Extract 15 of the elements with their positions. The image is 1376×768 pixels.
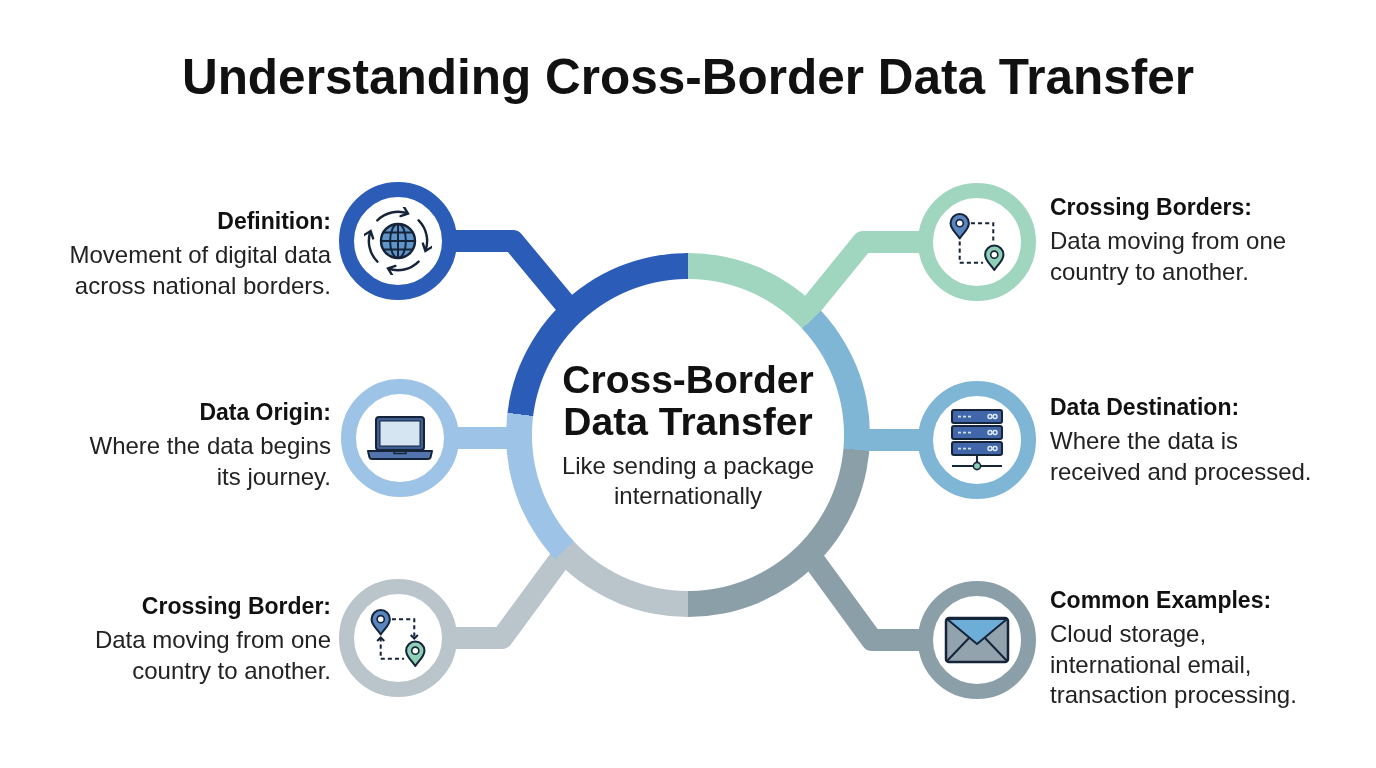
topic-description: Data moving from one country to another. xyxy=(1050,226,1288,287)
diagram-title: Understanding Cross-Border Data Transfer xyxy=(181,48,1195,106)
topic-heading: Definition: xyxy=(217,207,331,236)
topic-description: Where the data is received and processed. xyxy=(1050,426,1313,487)
topic-description: Where the data begins its journey. xyxy=(88,431,331,492)
hub-subtitle: Like sending a package internationally xyxy=(560,451,816,511)
topic-heading: Crossing Border: xyxy=(141,592,331,621)
topic-heading: Crossing Borders: xyxy=(1050,193,1252,222)
hub-title: Cross-Border Data Transfer xyxy=(561,359,815,443)
topic-heading: Data Destination: xyxy=(1050,393,1240,422)
topic-description: Data moving from one country to another. xyxy=(93,625,331,686)
topic-description: Movement of digital data across national borders. xyxy=(68,240,331,301)
topic-heading: Data Origin: xyxy=(199,398,331,427)
topic-description: Cloud storage, international email, transaction processing. xyxy=(1050,619,1298,710)
topic-heading: Common Examples: xyxy=(1050,586,1272,615)
